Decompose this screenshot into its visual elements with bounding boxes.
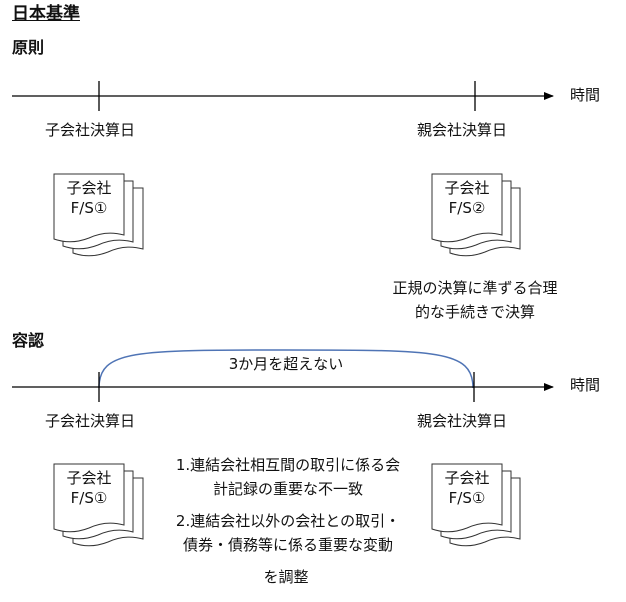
principle-note-line2: 的な手続きで決算: [414, 303, 535, 321]
doc-line1: 子会社: [444, 469, 490, 487]
tolerance-left-doc-label: 子会社 F/S①: [54, 468, 124, 509]
principle-subsidiary-date: 子会社決算日: [45, 121, 136, 139]
period-label: 3か月を超えない: [228, 355, 344, 373]
adjustment-item-2-line2: 債券・債務等に係る重要な変動: [182, 536, 393, 554]
doc-line2: F/S①: [70, 489, 108, 508]
tolerance-heading: 容認: [12, 331, 45, 350]
doc-line1: 子会社: [444, 179, 490, 197]
page-title: 日本基準: [12, 4, 80, 24]
doc-line1: 子会社: [66, 469, 112, 487]
doc-line1: 子会社: [66, 179, 112, 197]
tolerance-left-doc-stack: [53, 463, 144, 547]
period-arc: [98, 349, 474, 389]
principle-right-doc-stack: [431, 173, 521, 257]
adjustment-item-1-line2: 計記録の重要な不一致: [212, 480, 363, 498]
principle-left-doc-label: 子会社 F/S①: [54, 178, 124, 219]
tolerance-right-doc-label: 子会社 F/S①: [432, 468, 502, 509]
adjust-label: を調整: [263, 568, 309, 586]
tolerance-subsidiary-date: 子会社決算日: [45, 412, 136, 430]
tolerance-right-doc-stack: [431, 463, 521, 547]
principle-note-line1: 正規の決算に準ずる合理: [392, 279, 558, 297]
principle-heading: 原則: [12, 38, 45, 57]
tolerance-parent-date: 親会社決算日: [417, 412, 508, 430]
principle-left-doc-stack: [53, 173, 144, 257]
adjustment-item-1-line1: 1.連結会社相互間の取引に係る会: [175, 456, 401, 474]
principle-right-doc-label: 子会社 F/S②: [432, 178, 502, 219]
adjustment-item-2-line1: 2.連結会社以外の会社との取引・: [175, 512, 401, 530]
principle-parent-date: 親会社決算日: [417, 121, 508, 139]
tolerance-time-label: 時間: [570, 376, 601, 394]
doc-line2: F/S①: [70, 199, 108, 218]
principle-time-label: 時間: [570, 86, 601, 104]
doc-line2: F/S①: [448, 489, 486, 508]
doc-line2: F/S②: [448, 199, 486, 218]
